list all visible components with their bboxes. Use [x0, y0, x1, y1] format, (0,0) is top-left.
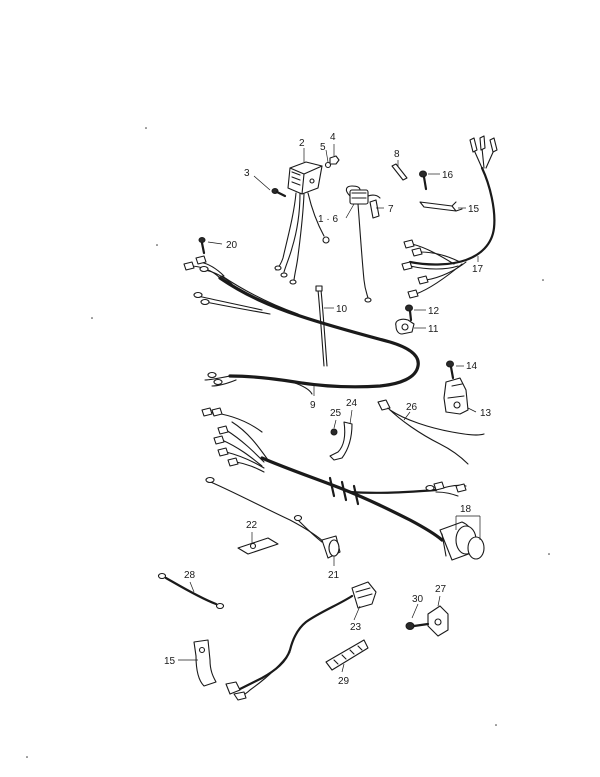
part-9-main-harness	[183, 255, 420, 395]
callout-1-6: 1 · 6	[318, 214, 338, 225]
part-23-strap	[329, 421, 353, 461]
callout-26: 27	[435, 584, 447, 595]
part-1-6-coil	[345, 185, 381, 303]
part-18-lower-harness	[201, 407, 485, 561]
callout-24: 25	[330, 408, 342, 419]
callout-27: 23	[350, 622, 362, 633]
part-22-plate	[237, 537, 279, 555]
callout-25: 26	[406, 402, 418, 413]
part-12-screw	[405, 304, 413, 322]
callout-7: 7	[388, 204, 394, 215]
callout-30: 30	[412, 594, 424, 605]
callout-8: 8	[394, 149, 400, 160]
part-7-fuse-holder	[369, 199, 380, 219]
callout-4: 4	[330, 132, 336, 143]
scan-specks	[26, 127, 550, 758]
part-3-bolt	[271, 188, 287, 198]
part-30-screw	[405, 622, 430, 630]
part-10-cable-tie	[315, 285, 328, 367]
part-29-jumper	[157, 572, 225, 610]
callout-11: 11	[428, 324, 439, 335]
leader-lines	[178, 144, 481, 673]
part-8-fuse	[391, 163, 408, 181]
part-15-clamp-upper	[419, 201, 463, 212]
part-27-sender	[225, 581, 377, 701]
callout-20: 20	[226, 240, 238, 251]
callout-10: 10	[336, 304, 348, 315]
part-20-bolt	[198, 237, 206, 255]
part-5-washer	[324, 161, 332, 169]
callout-3: 3	[244, 168, 250, 179]
part-2-rectifier	[274, 161, 330, 285]
callout-18: 18	[460, 504, 472, 515]
part-14-screw	[446, 360, 455, 380]
part-11-clamp	[395, 318, 415, 335]
part-25-sensor-lead	[377, 399, 485, 465]
part-26-bracket	[427, 605, 449, 637]
callout-14: 14	[466, 361, 478, 372]
callout-2: 2	[299, 138, 305, 149]
callout-13: 13	[480, 408, 492, 419]
callout-labels: 2 3 4 5 1 · 6 7 8 16 15 17 20 10 12 11 1…	[164, 132, 492, 687]
part-17-harness	[401, 135, 498, 299]
callout-16: 16	[442, 170, 454, 181]
part-16-screw	[419, 170, 428, 191]
callout-15-upper: 15	[468, 204, 480, 215]
callout-21: 21	[328, 570, 340, 581]
callout-23: 24	[346, 398, 358, 409]
callout-29: 28	[184, 570, 196, 581]
callout-22: 22	[246, 520, 258, 531]
callout-5: 5	[320, 142, 326, 153]
callout-9: 9	[310, 400, 316, 411]
part-24-nut	[330, 428, 338, 436]
callout-15-lower: 15	[164, 656, 176, 667]
callout-28: 29	[338, 676, 350, 687]
part-4-nut	[329, 155, 340, 165]
callout-12: 12	[428, 306, 440, 317]
part-15-bracket-lower	[193, 639, 217, 687]
part-28-sleeve	[325, 639, 369, 671]
part-13-bracket	[443, 377, 469, 415]
callout-17: 17	[472, 264, 484, 275]
